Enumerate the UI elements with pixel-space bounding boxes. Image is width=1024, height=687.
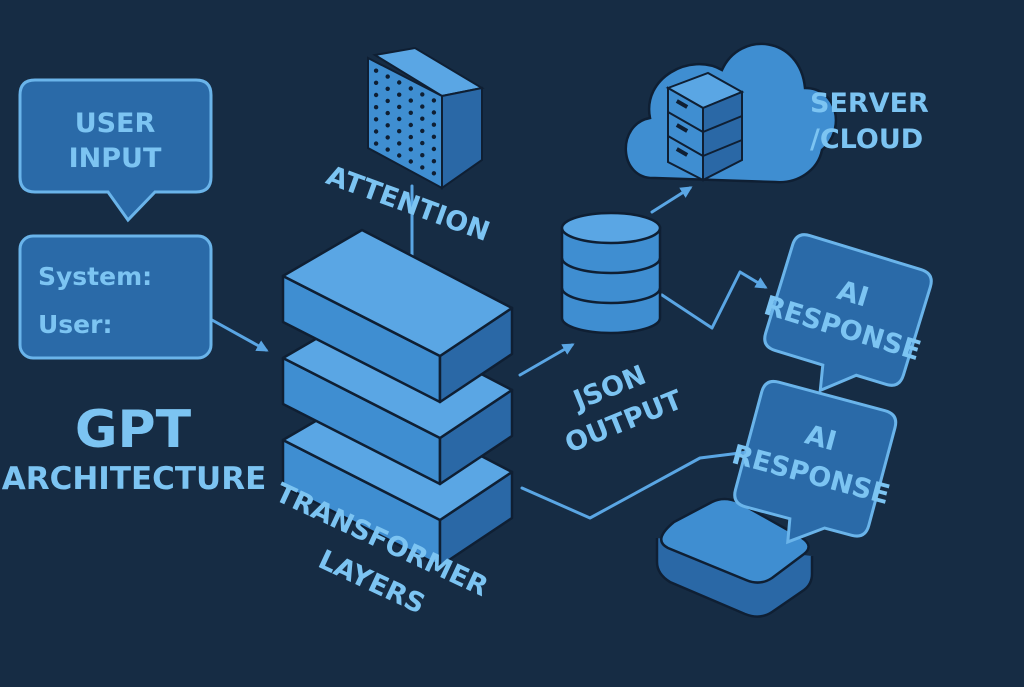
connectors [210, 184, 768, 520]
attention-grid-dot [385, 86, 390, 92]
attention-grid-dot [420, 116, 425, 121]
attention-grid-dot [420, 104, 425, 109]
arrow-json-to-server [650, 186, 693, 214]
attention-grid-dot [408, 98, 413, 103]
attention-grid-dot [431, 98, 437, 103]
ai-response-bubble-2-shape [733, 379, 898, 545]
server-led-1 [675, 99, 689, 109]
server-slot-2 [667, 135, 704, 157]
attention-grid-dot [420, 165, 425, 170]
title-sub: ARCHITECTURE [2, 461, 267, 497]
attention-grid-dot [420, 92, 425, 97]
prompt-system-label: System: [38, 262, 152, 291]
server-side-slot-1 [702, 115, 743, 133]
database-icon [560, 211, 662, 335]
device-pad-top [660, 497, 810, 584]
attention-grid-dot [408, 86, 413, 91]
attention-grid-dot [385, 147, 390, 152]
attention-grid-dot [397, 104, 402, 110]
attention-grid-dot [408, 147, 413, 152]
arrow-json-to-response-1 [660, 270, 768, 330]
attention-panel-side [441, 86, 483, 190]
database-band-1 [560, 257, 662, 275]
attention-grid-dot [373, 80, 379, 86]
attention-grid-dot [431, 110, 437, 115]
attention-panel [367, 46, 485, 190]
attention-grid-dot [385, 74, 390, 79]
attention-grid-dot [373, 92, 379, 98]
transformer-layer-top [281, 228, 514, 358]
database-body [560, 226, 662, 335]
device-pad-icon [655, 497, 814, 618]
title-main: GPT [75, 400, 192, 460]
attention-grid-dot [373, 129, 379, 134]
user-input-bubble-shape [18, 78, 213, 223]
attention-grid-dot [420, 140, 425, 146]
transformer-stack [281, 228, 514, 568]
attention-grid-dot [408, 134, 413, 140]
line-transformer-to-response-2 [520, 450, 750, 520]
grid-panel-icon [373, 68, 437, 176]
attention-grid-dot [408, 159, 413, 164]
transformer-layer [281, 228, 514, 404]
attention-grid-dot [385, 110, 390, 116]
server-rack-icon [665, 71, 745, 182]
user-input-line2: INPUT [69, 143, 162, 174]
database-top [560, 211, 662, 245]
server-side-slot-2 [702, 139, 743, 157]
ai-response-bubble-1-shape [763, 233, 933, 393]
attention-grid-dot [397, 116, 402, 122]
attention-grid-dot [397, 80, 402, 85]
attention-grid-dot [397, 92, 402, 97]
attention-grid-dot [431, 159, 437, 164]
ai-response-bubble-2: AI RESPONSE [729, 379, 898, 545]
database-band-2 [560, 287, 662, 305]
attention-grid-dot [408, 122, 413, 128]
attention-grid-dot [385, 135, 390, 140]
attention-grid-dot [385, 98, 390, 104]
arrow-transformer-to-json [518, 343, 575, 377]
prompt-user-label: User: [38, 310, 112, 339]
attention-grid-dot [420, 153, 425, 158]
attention-grid-dot [431, 146, 437, 152]
attention-grid-dot [385, 123, 390, 128]
attention-grid-dot [373, 68, 379, 73]
prompt-box: System: User: [18, 234, 213, 360]
attention-grid-dot [408, 110, 413, 116]
attention-label: ATTENTION [322, 160, 494, 248]
user-input-bubble: USER INPUT [18, 78, 213, 223]
server-led-2 [675, 123, 689, 133]
attention-grid-dot [420, 128, 425, 134]
server-slot-1 [667, 111, 704, 133]
server-label-line2: /CLOUD [810, 124, 923, 155]
attention-grid-dot [431, 122, 437, 127]
attention-grid-dot [397, 153, 402, 158]
attention-grid-dot [373, 141, 379, 146]
user-input-line1: USER [75, 108, 156, 139]
attention-grid-dot [397, 141, 402, 146]
attention-grid-dot [373, 105, 379, 110]
attention-grid-dot [397, 129, 402, 134]
arrow-input-to-transformer [210, 318, 269, 352]
prompt-box-shape [18, 234, 213, 360]
attention-grid-dot [431, 134, 437, 139]
server-label-line1: SERVER [810, 88, 929, 119]
ai-response-bubble-1: AI RESPONSE [760, 233, 933, 393]
attention-grid-dot [431, 171, 437, 176]
attention-grid-dot [373, 117, 379, 122]
server-led-3 [675, 147, 689, 157]
